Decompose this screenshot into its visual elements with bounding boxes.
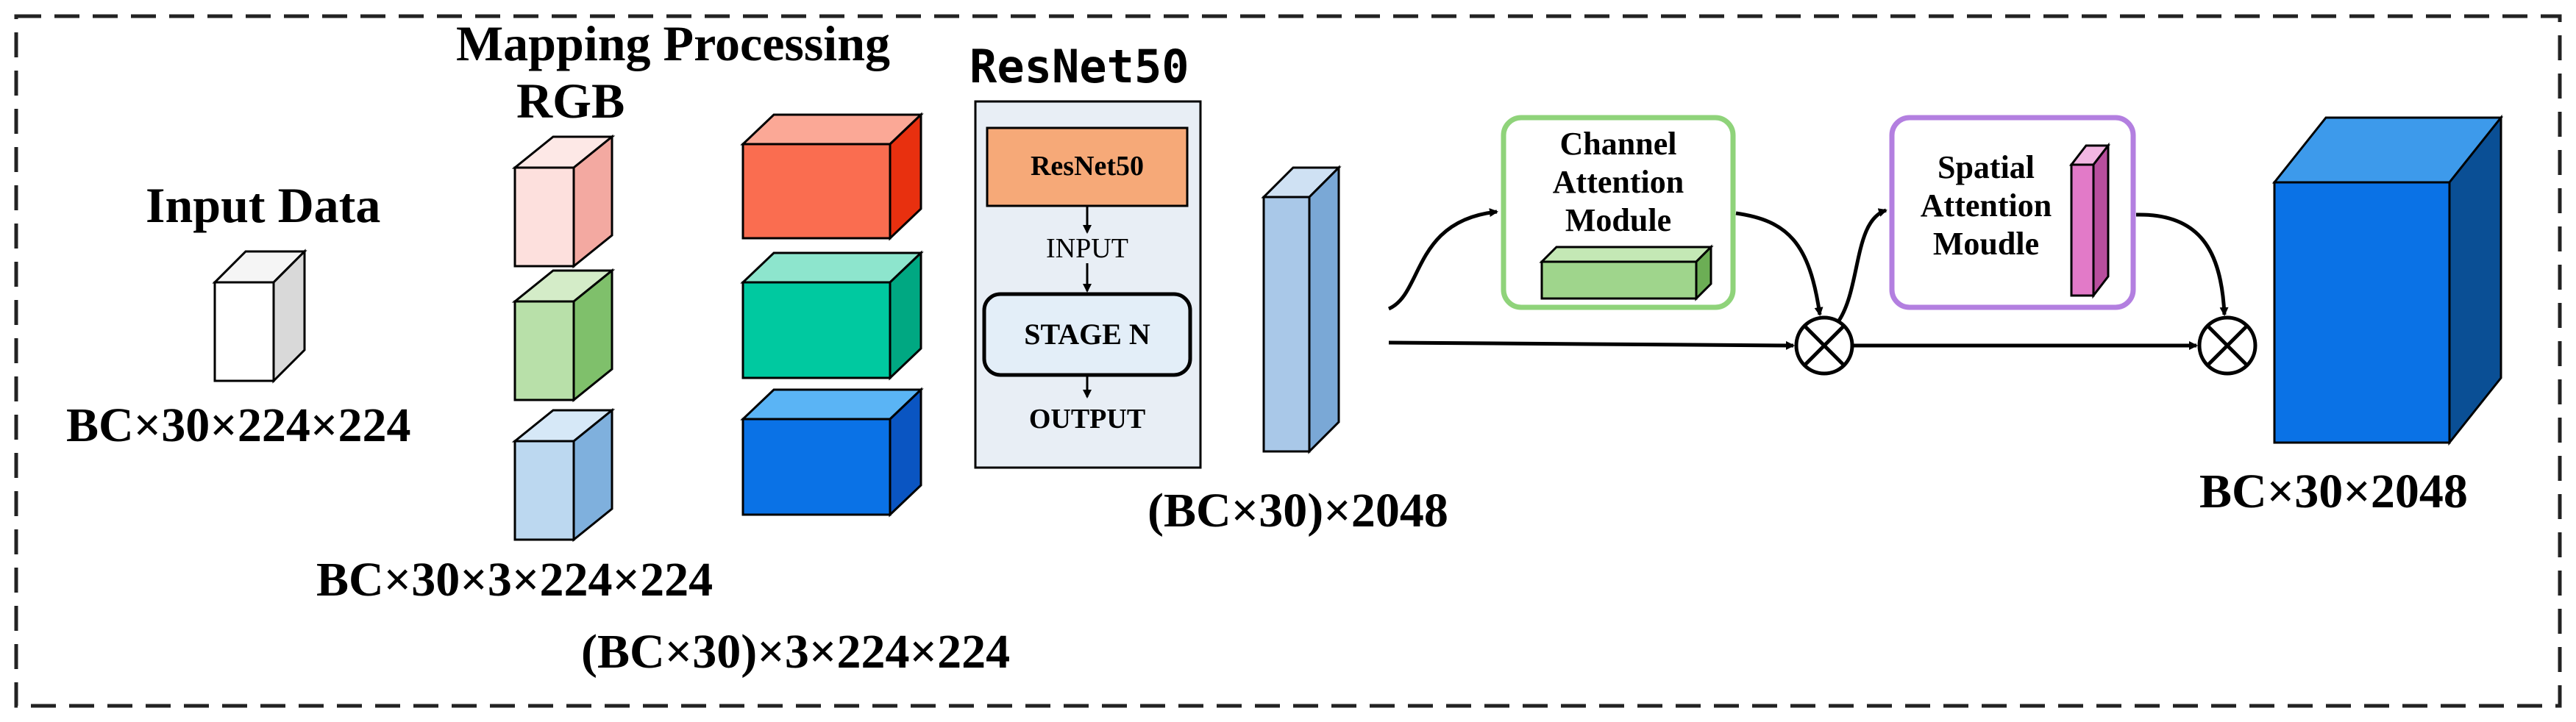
resnet-header-box <box>986 126 1189 207</box>
outer-dashed-frame <box>14 14 2562 708</box>
mapped-blue-cube <box>740 387 924 518</box>
resnet-output-label: OUTPUT <box>1029 404 1145 435</box>
multiply-circle-icon <box>1794 315 1854 376</box>
title-input-data: Input Data <box>146 177 380 233</box>
multiply-circle-icon <box>2197 315 2257 376</box>
arrow-feature-to-channel <box>1387 208 1498 311</box>
arrow-multiply-1-to-spatial <box>1837 208 1887 322</box>
rgb-red-cube <box>511 134 616 269</box>
mapped-green-cube <box>740 250 924 381</box>
feature-shape-label: (BC×30)×2048 <box>1148 484 1448 537</box>
arrow-channel-to-multiply-1 <box>1735 211 1824 316</box>
title-resnet50: ResNet50 <box>969 40 1189 93</box>
output-shape-label: BC×30×2048 <box>2199 465 2468 518</box>
resnet-feature-bar <box>1261 165 1342 454</box>
spatial-attention-line2: Attention <box>1921 187 2052 224</box>
input-data-cube <box>212 249 307 384</box>
resnet-stage-label: STAGE N <box>1024 318 1150 351</box>
arrow-spatial-to-multiply-2 <box>2135 212 2229 316</box>
rgb-blue-cube <box>511 407 616 543</box>
output-cube <box>2271 114 2504 446</box>
channel-attention-line1: Channel <box>1560 126 1677 162</box>
rgb-shape-label: BC×30×3×224×224 <box>316 553 713 607</box>
channel-attention-line3: Module <box>1565 202 1671 238</box>
resnet-header-label: ResNet50 <box>1031 151 1144 182</box>
arrow-feature-to-multiply-1 <box>1388 340 1795 350</box>
rgb-green-cube <box>511 268 616 403</box>
title-mapping-processing: Mapping Processing <box>456 15 890 71</box>
resnet-input-label: INPUT <box>1046 233 1128 264</box>
spatial-attention-bar <box>2068 142 2111 299</box>
input-shape-label: BC×30×224×224 <box>66 398 411 452</box>
mapped-red-cube <box>740 112 924 241</box>
channel-attention-line2: Attention <box>1553 164 1684 200</box>
channel-attention-bar <box>1539 244 1714 301</box>
spatial-attention-line3: Moudle <box>1933 226 2039 262</box>
mapped-shape-label: (BC×30)×3×224×224 <box>581 625 1010 679</box>
title-rgb: RGB <box>516 73 625 129</box>
spatial-attention-line1: Spatial <box>1938 149 2035 185</box>
